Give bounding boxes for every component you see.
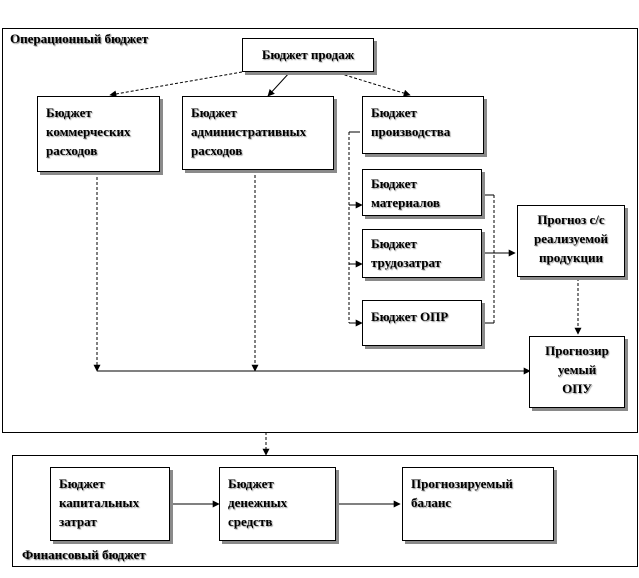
box-cash-budget: Бюджет денежных средств [219,467,336,541]
box-cogs-forecast: Прогноз с/с реализуемой продукции [517,205,625,277]
arrow-sales-to-production [334,71,411,97]
arrow-sales-to-administrative [267,71,291,97]
box-labor-budget: Бюджет трудозатрат [362,229,482,278]
arrow-sales-to-commercial [109,71,243,98]
financial-budget-label: Финансовый бюджет [22,547,146,562]
box-sales-budget: Бюджет продаж [242,38,374,72]
box-capex-budget: Бюджет капитальных затрат [50,467,170,541]
box-commercial-expenses-budget: Бюджет коммерческих расходов [37,96,160,172]
box-forecast-balance: Прогнозируемый баланс [402,467,554,541]
box-materials-budget: Бюджет материалов [362,169,482,216]
box-administrative-expenses-budget: Бюджет административных расходов [182,96,334,170]
box-production-budget: Бюджет производства [362,96,484,154]
box-overhead-budget: Бюджет ОПР [362,300,482,346]
operational-budget-label: Операционный бюджет [10,31,149,46]
box-pl-forecast: Прогнозир уемый ОПУ [529,336,625,408]
